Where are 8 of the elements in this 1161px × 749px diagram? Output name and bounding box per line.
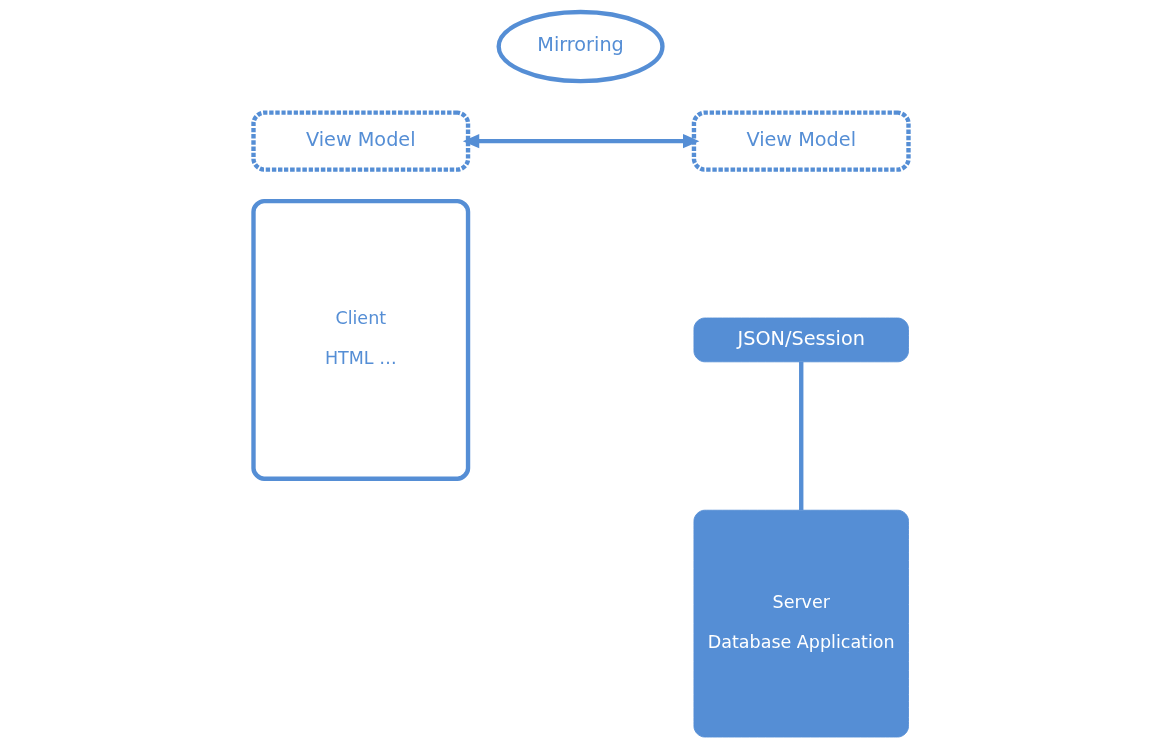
connector <box>798 362 803 510</box>
node-box: View Model <box>691 110 911 172</box>
node-box: Client HTML … <box>250 198 470 481</box>
arrow <box>462 133 699 149</box>
node-box: Server Database Application <box>693 509 909 738</box>
node-box: JSON/Session <box>693 317 909 363</box>
node-ellipse: Mirroring <box>496 9 665 84</box>
node-box: View Model <box>250 110 470 172</box>
